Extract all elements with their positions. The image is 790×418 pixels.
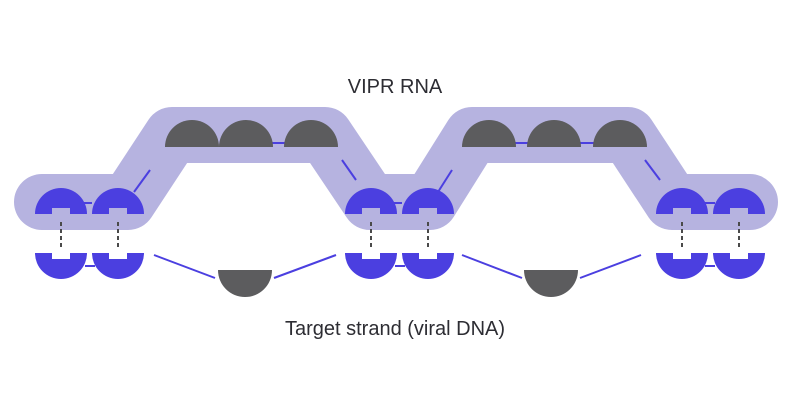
dna-connector-lines <box>85 254 715 279</box>
dna-gray-base <box>218 270 272 297</box>
dna-gray-base <box>524 270 578 297</box>
rna-loop-bases <box>165 120 647 147</box>
dna-blue-base <box>713 253 765 279</box>
dna-paired-bases <box>35 253 765 279</box>
target-strand-label: Target strand (viral DNA) <box>284 318 506 340</box>
rna-blue-base <box>713 188 765 214</box>
rna-gray-base <box>284 120 338 147</box>
dna-blue-base <box>656 253 708 279</box>
dna-unpaired-bases <box>218 270 578 297</box>
rna-paired-bases <box>35 188 765 214</box>
rna-blue-base <box>345 188 397 214</box>
dna-blue-base <box>92 253 144 279</box>
rna-gray-base <box>462 120 516 147</box>
rna-gray-base <box>165 120 219 147</box>
rna-blue-base <box>92 188 144 214</box>
rna-blue-base <box>656 188 708 214</box>
dna-blue-base <box>402 253 454 279</box>
rna-blue-base <box>402 188 454 214</box>
rna-gray-base <box>219 120 273 147</box>
base-pairing-lines <box>60 222 740 250</box>
rna-blue-base <box>35 188 87 214</box>
dna-blue-base <box>35 253 87 279</box>
rna-gray-base <box>593 120 647 147</box>
rna-gray-base <box>527 120 581 147</box>
vipr-rna-label: VIPR RNA <box>347 76 443 98</box>
dna-blue-base <box>345 253 397 279</box>
